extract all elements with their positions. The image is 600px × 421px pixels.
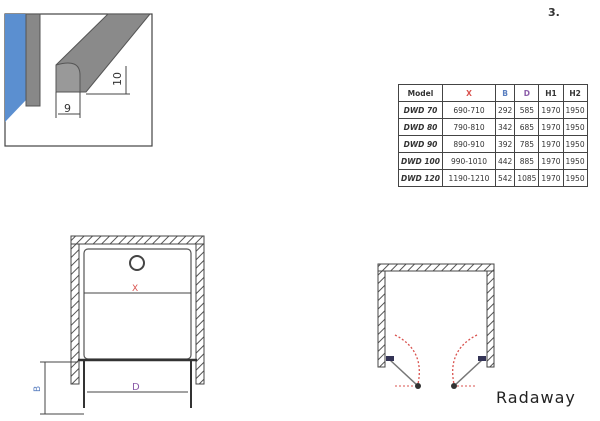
cell-h2: 1950 (562, 152, 588, 170)
cell-h1: 1970 (538, 152, 564, 170)
cell-model: DWD 90 (398, 135, 443, 153)
cell-h2: 1950 (562, 169, 588, 187)
cell-model: DWD 120 (398, 169, 443, 187)
cell-h2: 1950 (562, 135, 588, 153)
cell-b: 292 (494, 101, 516, 119)
cell-model: DWD 80 (398, 118, 443, 136)
cell-h1: 1970 (538, 118, 564, 136)
seal-width-label: 9 (64, 102, 71, 115)
plan-dimension-diagram: X D B (33, 235, 205, 415)
col-x: X (442, 84, 496, 102)
seal-height-label: 10 (111, 72, 124, 86)
col-model: Model (398, 84, 443, 102)
b-dimension-label: B (33, 386, 43, 392)
cell-d: 685 (514, 118, 540, 136)
cell-x: 1190-1210 (442, 169, 496, 187)
cell-h1: 1970 (538, 169, 564, 187)
cell-d: 1085 (514, 169, 540, 187)
page-number: 3. (548, 6, 560, 19)
spec-table: Model X B D H1 H2 DWD 70 690-710 292 585… (398, 84, 588, 187)
cell-h2: 1950 (562, 118, 588, 136)
table-header-row: Model X B D H1 H2 (398, 84, 588, 102)
table-row: DWD 120 1190-1210 542 1085 1970 1950 (398, 169, 588, 187)
cell-d: 785 (514, 135, 540, 153)
table-row: DWD 90 890-910 392 785 1970 1950 (398, 135, 588, 153)
cell-b: 342 (494, 118, 516, 136)
d-dimension-label: D (132, 382, 140, 393)
cell-d: 585 (514, 101, 540, 119)
table-row: DWD 70 690-710 292 585 1970 1950 (398, 101, 588, 119)
cell-d: 885 (514, 152, 540, 170)
cell-x: 890-910 (442, 135, 496, 153)
brand-logo: Radaway (496, 388, 576, 407)
cell-b: 542 (494, 169, 516, 187)
col-h2: H2 (562, 84, 588, 102)
cell-x: 990-1010 (442, 152, 496, 170)
cell-x: 790-810 (442, 118, 496, 136)
cell-x: 690-710 (442, 101, 496, 119)
x-dimension-label: X (132, 284, 138, 294)
cell-model: DWD 100 (398, 152, 443, 170)
cell-b: 442 (494, 152, 516, 170)
cell-h1: 1970 (538, 101, 564, 119)
table-row: DWD 80 790-810 342 685 1970 1950 (398, 118, 588, 136)
cell-h1: 1970 (538, 135, 564, 153)
seal-profile-detail: 9 10 (4, 13, 153, 147)
door-swing-diagram (377, 263, 495, 389)
cell-h2: 1950 (562, 101, 588, 119)
col-h1: H1 (538, 84, 564, 102)
cell-b: 392 (494, 135, 516, 153)
col-b: B (494, 84, 516, 102)
table-row: DWD 100 990-1010 442 885 1970 1950 (398, 152, 588, 170)
col-d: D (514, 84, 540, 102)
cell-model: DWD 70 (398, 101, 443, 119)
